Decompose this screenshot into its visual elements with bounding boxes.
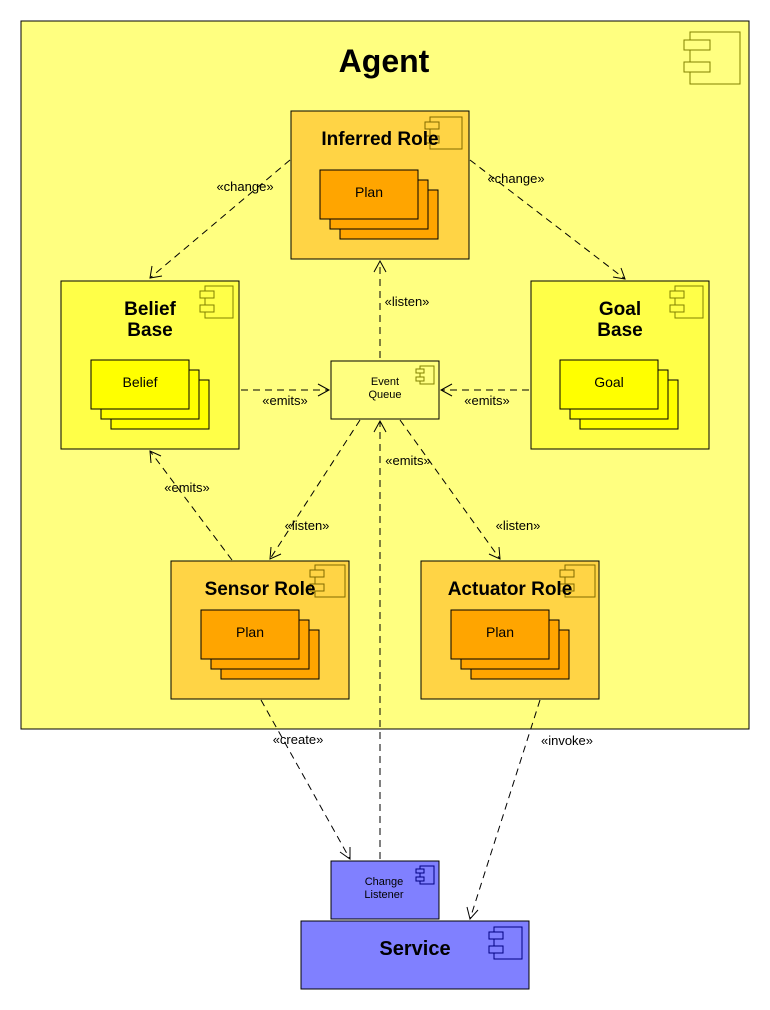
edge-emits-sensor-belief-label: «emits» bbox=[164, 480, 210, 495]
actuator-role-plan-label: Plan bbox=[486, 624, 514, 640]
edge-listen-sensor-label: «listen» bbox=[285, 518, 330, 533]
agent-component-icon bbox=[683, 31, 741, 85]
edge-listen-sensor[interactable]: «listen» bbox=[269, 419, 361, 560]
inferred-role-title: Inferred Role bbox=[321, 129, 438, 150]
sensor-role-title: Sensor Role bbox=[205, 579, 316, 600]
service-component-icon bbox=[488, 926, 523, 960]
edge-listen-inferred[interactable]: «listen» bbox=[373, 259, 430, 358]
belief-base-title-line1: Belief bbox=[124, 299, 176, 320]
agent-title: Agent bbox=[339, 43, 430, 79]
edge-create[interactable]: «create» bbox=[260, 699, 351, 860]
edge-change-goal-label: «change» bbox=[487, 171, 544, 186]
service-title: Service bbox=[379, 938, 450, 960]
edge-emits-listener-label: «emits» bbox=[385, 453, 431, 468]
edge-create-label: «create» bbox=[273, 732, 324, 747]
inferred-role-box[interactable]: Inferred Role Plan bbox=[290, 110, 470, 260]
edge-change-belief[interactable]: «change» bbox=[149, 159, 291, 279]
edge-listen-actuator-label: «listen» bbox=[496, 518, 541, 533]
sensor-role-plan-stack[interactable]: Plan bbox=[200, 609, 320, 680]
actuator-role-component-icon bbox=[559, 564, 596, 598]
goal-base-title-line2: Base bbox=[597, 320, 642, 341]
edge-invoke[interactable]: «invoke» bbox=[466, 699, 593, 921]
actuator-role-plan-stack[interactable]: Plan bbox=[450, 609, 570, 680]
sensor-role-box[interactable]: Sensor Role Plan bbox=[170, 560, 350, 700]
edge-change-goal[interactable]: «change» bbox=[469, 159, 626, 280]
belief-item-label: Belief bbox=[122, 374, 157, 390]
edge-invoke-label: «invoke» bbox=[541, 733, 593, 748]
goal-item-label: Goal bbox=[594, 374, 624, 390]
belief-base-component-icon bbox=[199, 285, 234, 319]
inferred-role-component-icon bbox=[424, 116, 463, 150]
edge-emits-sensor-belief[interactable]: «emits» bbox=[149, 450, 233, 561]
sensor-role-plan-label: Plan bbox=[236, 624, 264, 640]
actuator-role-box[interactable]: Actuator Role Plan bbox=[420, 560, 600, 700]
event-queue-component-icon bbox=[415, 365, 435, 385]
inferred-role-plan-stack[interactable]: Plan bbox=[319, 169, 439, 240]
change-listener-box[interactable]: Change Listener bbox=[330, 860, 440, 920]
goal-stack[interactable]: Goal bbox=[559, 359, 679, 430]
belief-base-box[interactable]: Belief Base Belief bbox=[60, 280, 240, 450]
edge-emits-belief-label: «emits» bbox=[262, 393, 308, 408]
edge-change-belief-label: «change» bbox=[216, 179, 273, 194]
edge-emits-belief[interactable]: «emits» bbox=[241, 383, 331, 408]
event-queue-box[interactable]: Event Queue bbox=[330, 360, 440, 420]
edge-listen-inferred-label: «listen» bbox=[385, 294, 430, 309]
goal-base-box[interactable]: Goal Base Goal bbox=[530, 280, 710, 450]
goal-base-title-line1: Goal bbox=[599, 299, 641, 320]
goal-base-component-icon bbox=[669, 285, 704, 319]
belief-base-title-line2: Base bbox=[127, 320, 172, 341]
actuator-role-title: Actuator Role bbox=[448, 579, 573, 600]
edge-emits-goal[interactable]: «emits» bbox=[439, 383, 529, 408]
belief-stack[interactable]: Belief bbox=[90, 359, 210, 430]
edge-emits-goal-label: «emits» bbox=[464, 393, 510, 408]
inferred-role-plan-label: Plan bbox=[355, 184, 383, 200]
change-listener-component-icon bbox=[415, 865, 435, 885]
edge-listen-actuator[interactable]: «listen» bbox=[399, 419, 541, 560]
event-queue-line1: Event bbox=[371, 376, 399, 388]
event-queue-line2: Queue bbox=[368, 389, 401, 401]
change-listener-line2: Listener bbox=[364, 889, 403, 901]
sensor-role-component-icon bbox=[309, 564, 346, 598]
edge-emits-listener[interactable]: «emits» bbox=[373, 419, 431, 859]
service-box[interactable]: Service bbox=[300, 920, 530, 990]
change-listener-line1: Change bbox=[365, 876, 404, 888]
